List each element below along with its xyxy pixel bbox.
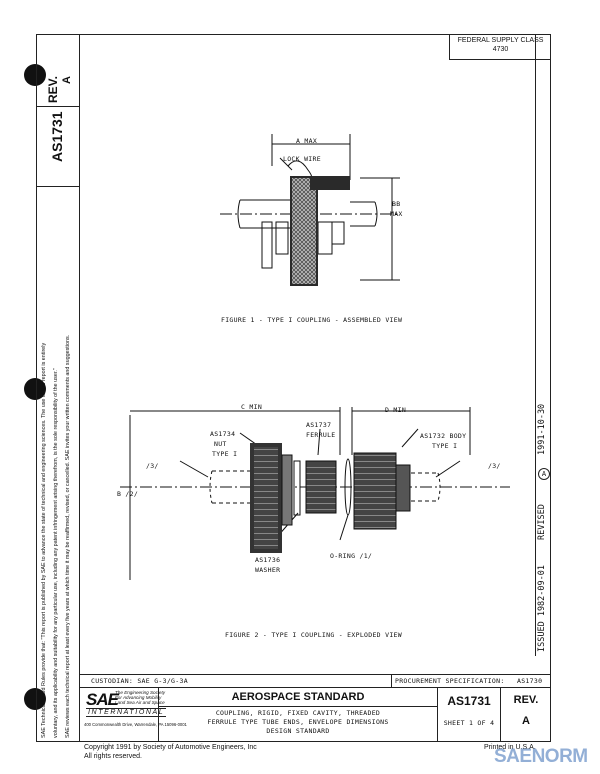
fig2-nut-2: NUT (214, 440, 227, 448)
tb-doc-number: AS1731 (447, 694, 491, 708)
tb-desc-3: DESIGN STANDARD (266, 727, 330, 735)
fig1-a-max: A MAX (296, 137, 318, 145)
side-disclaimer-3: SAE reviews each technical report at lea… (65, 334, 71, 738)
tb-desc-2: FERRULE TYPE TUBE ENDS, ENVELOPE DIMENSI… (207, 718, 389, 726)
tb-sheet: SHEET 1 OF 4 (443, 719, 495, 727)
fig2-caption: FIGURE 2 - TYPE I COUPLING - EXPLODED VI… (225, 631, 402, 639)
fig1-lock-wire: LOCK WIRE (283, 155, 321, 163)
tb-desc-1: COUPLING, RIGID, FIXED CAVITY, THREADED (215, 709, 381, 717)
side-rev-value: A (61, 76, 73, 84)
figure-2-drawing (120, 407, 510, 580)
fig2-ferrule-2: FERRULE (306, 431, 336, 439)
footer-copyright-1: Copyright 1991 by Society of Automotive … (84, 744, 257, 751)
sae-tag-3: Land Sea Air and Space (115, 700, 165, 705)
fig2-nut-1: AS1734 (210, 430, 236, 438)
fig2-left-note: /3/ (146, 462, 159, 470)
binder-hole (24, 64, 46, 86)
fig2-nut-3: TYPE I (212, 450, 238, 458)
sae-tagline: The Engineering Society For Advancing Mo… (115, 690, 165, 705)
federal-supply-box: FEDERAL SUPPLY CLASS 4730 (449, 34, 551, 60)
fig2-washer-1: AS1736 (255, 556, 281, 564)
figure-1-drawing (220, 134, 400, 286)
tb-procurement-label: PROCUREMENT SPECIFICATION: (395, 677, 505, 685)
tb-rev-value: A (522, 715, 530, 727)
binder-hole (24, 688, 46, 710)
drawing-frame (36, 34, 551, 742)
sae-tag-1: The Engineering Society (115, 690, 166, 695)
fig1-bb-max-1: BB (392, 200, 401, 208)
tb-rev-label: REV. (513, 694, 539, 706)
side-rev-label: REV. (46, 76, 60, 103)
sae-tag-2: For Advancing Mobility (115, 695, 162, 700)
fig1-caption: FIGURE 1 - TYPE I COUPLING - ASSEMBLED V… (221, 316, 403, 324)
side-doc-number: AS1731 (49, 111, 65, 162)
revision-column (535, 34, 552, 656)
federal-supply-value: 4730 (492, 46, 509, 53)
fig2-b-note: B /2/ (117, 490, 139, 498)
revised-date: 1991-10-30 (537, 403, 547, 455)
sae-international: INTERNATIONAL (86, 708, 167, 717)
fig2-body-2: TYPE I (432, 442, 458, 450)
issued-date: ISSUED 1982-09-01 (537, 565, 547, 652)
footer-copyright-2: All rights reserved. (84, 753, 142, 760)
federal-supply-label: FEDERAL SUPPLY CLASS (457, 37, 544, 44)
fig2-right-note: /3/ (488, 462, 501, 470)
fig2-d-min: D MIN (385, 406, 407, 414)
binder-hole (24, 378, 46, 400)
sae-logo: SAE (86, 690, 119, 709)
revision-symbol: A (538, 468, 550, 480)
tb-custodian: CUSTODIAN: SAE G-3/G-3A (91, 677, 188, 685)
side-disclaimer-1: SAE Technical Board Rules provide that: … (41, 342, 47, 738)
fig2-ferrule-1: AS1737 (306, 421, 332, 429)
fig2-c-min: C MIN (241, 403, 263, 411)
revised-label: REVISED (537, 504, 547, 540)
watermark-logo: SAENORM (494, 746, 588, 767)
side-disclaimer-2: voluntary, and its applicability and sui… (53, 368, 59, 738)
fig2-washer-2: WASHER (255, 566, 281, 574)
footer-printed: Printed in U.S.A. (484, 744, 536, 751)
tb-procurement-value: AS1730 (517, 677, 543, 685)
fig2-body-1: AS1732 BODY (420, 432, 467, 440)
tb-standard-title: AEROSPACE STANDARD (231, 691, 365, 703)
fig2-oring: O-RING /1/ (330, 552, 373, 560)
sae-address: 400 Commonwealth Drive, Warrendale, PA 1… (84, 722, 187, 727)
side-column (36, 34, 80, 742)
fig1-bb-max-2: MAX (390, 210, 403, 218)
